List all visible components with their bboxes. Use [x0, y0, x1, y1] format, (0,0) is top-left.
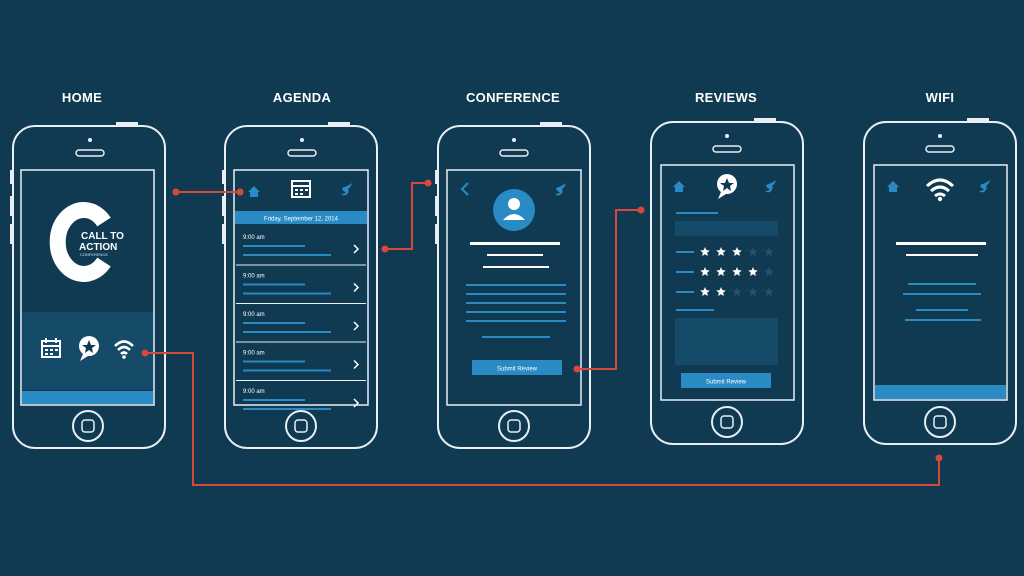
flow-connectors	[145, 182, 940, 486]
chevron-right-icon	[353, 398, 360, 408]
rating-row[interactable]	[676, 247, 774, 257]
home-nav-icon[interactable]	[887, 181, 899, 192]
agenda-item[interactable]: 9:00 am	[243, 389, 360, 410]
connector-conference-to-reviews	[577, 209, 641, 370]
wifi-icon	[925, 178, 955, 202]
agenda-item[interactable]: 9:00 am	[236, 235, 366, 266]
agenda-item-time: 9:00 am	[243, 351, 265, 357]
date-bar-text: Friday, September 12, 2014	[264, 217, 339, 223]
wifi-icon[interactable]	[114, 340, 134, 359]
submit-review-label: Submit Review	[706, 380, 747, 386]
home-nav-icon[interactable]	[673, 181, 685, 192]
twitter-icon[interactable]	[341, 183, 352, 196]
wifi-phone	[863, 118, 1017, 445]
call-to-action-logo: CALL TO ACTION CONFERENCE	[49, 202, 124, 282]
twitter-icon[interactable]	[979, 180, 990, 193]
star-filled-icon[interactable]	[700, 267, 710, 277]
star-filled-icon[interactable]	[716, 287, 726, 297]
agenda-item-time: 9:00 am	[243, 274, 265, 280]
agenda-phone: Friday, September 12, 2014 9:00 am 9:00 a…	[222, 122, 378, 449]
agenda-item[interactable]: 9:00 am	[236, 312, 366, 343]
agenda-item-time: 9:00 am	[243, 389, 265, 395]
submit-review-button[interactable]	[681, 373, 771, 388]
home-button[interactable]	[285, 410, 317, 442]
chevron-right-icon	[353, 359, 360, 370]
rating-row[interactable]	[676, 267, 774, 277]
home-button[interactable]	[924, 406, 956, 438]
star-filled-icon[interactable]	[732, 267, 742, 277]
star-empty-icon[interactable]	[764, 267, 774, 277]
chevron-right-icon	[353, 244, 360, 254]
star-empty-icon[interactable]	[764, 247, 774, 257]
star-empty-icon[interactable]	[748, 287, 758, 297]
star-filled-icon[interactable]	[716, 267, 726, 277]
star-empty-icon[interactable]	[764, 287, 774, 297]
connector-agenda-to-conference	[385, 182, 428, 250]
twitter-icon[interactable]	[555, 183, 566, 196]
home-phone: CALL TO ACTION CONFERENCE	[10, 122, 166, 449]
logo-text-3: CONFERENCE	[80, 252, 108, 257]
conference-phone: Submit Review	[435, 122, 591, 449]
rating-row[interactable]	[676, 287, 774, 297]
agenda-item-time: 9:00 am	[243, 312, 265, 318]
chevron-right-icon	[353, 321, 360, 331]
star-filled-icon[interactable]	[700, 287, 710, 297]
calendar-icon	[291, 180, 311, 198]
twitter-icon[interactable]	[765, 180, 776, 193]
calendar-icon[interactable]	[41, 338, 61, 358]
back-icon[interactable]	[460, 182, 469, 196]
submit-review-label: Submit Review	[497, 367, 538, 373]
star-filled-icon[interactable]	[716, 247, 726, 257]
agenda-item[interactable]: 9:00 am	[236, 274, 366, 304]
review-comment-field[interactable]	[675, 318, 778, 365]
home-button[interactable]	[498, 410, 530, 442]
home-button[interactable]	[711, 406, 743, 438]
review-star-icon	[717, 174, 737, 199]
star-empty-icon[interactable]	[732, 287, 742, 297]
home-screen-title: HOME	[61, 90, 103, 105]
connector-home-to-wifi	[145, 352, 940, 486]
avatar-icon	[493, 189, 535, 231]
agenda-item[interactable]: 9:00 am	[236, 351, 366, 381]
reviews-screen-title: REVIEWS	[694, 90, 758, 105]
star-filled-icon[interactable]	[732, 247, 742, 257]
conference-screen-title: CONFERENCE	[465, 90, 561, 105]
wifi-screen-title: WIFI	[925, 90, 955, 105]
date-bar	[235, 211, 367, 224]
star-empty-icon[interactable]	[748, 247, 758, 257]
reviews-phone: Submit Review	[650, 118, 804, 445]
review-title-field[interactable]	[675, 221, 778, 236]
logo-text-2: ACTION	[79, 242, 117, 253]
review-star-icon[interactable]	[79, 336, 99, 361]
star-filled-icon[interactable]	[748, 267, 758, 277]
agenda-item-time: 9:00 am	[243, 235, 265, 241]
chevron-right-icon	[353, 282, 360, 293]
star-filled-icon[interactable]	[700, 247, 710, 257]
submit-review-button[interactable]	[472, 360, 562, 375]
home-nav-icon[interactable]	[248, 186, 260, 197]
home-button[interactable]	[72, 410, 104, 442]
agenda-screen-title: AGENDA	[272, 90, 332, 105]
logo-text-1: CALL TO	[81, 231, 124, 242]
connector-dots	[141, 179, 943, 462]
